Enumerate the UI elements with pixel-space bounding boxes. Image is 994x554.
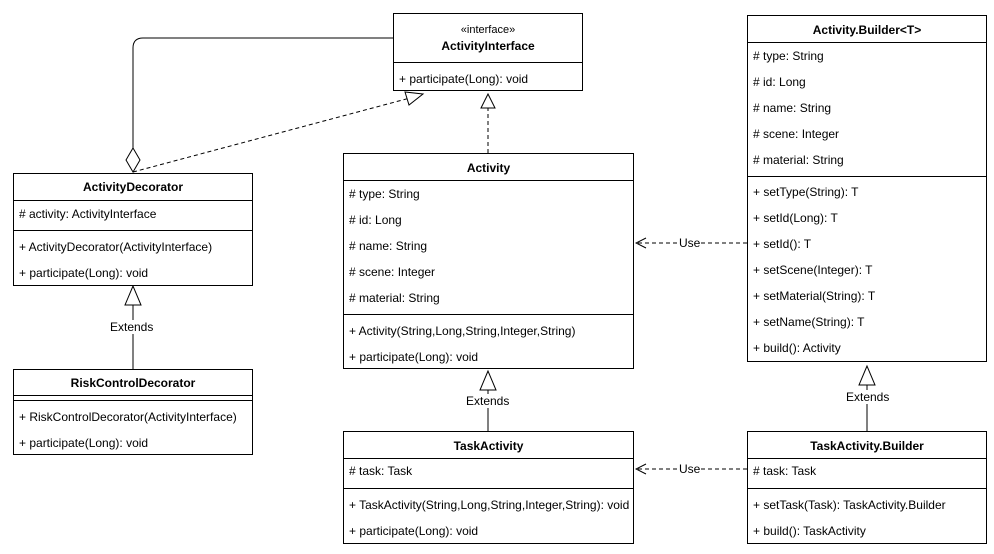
divider — [748, 488, 986, 489]
extends-label-task: Extends — [466, 394, 510, 408]
divider — [344, 180, 633, 181]
method: + Activity(String,Long,String,Integer,St… — [349, 324, 576, 338]
extends-arrowhead-task — [479, 369, 497, 391]
field: # type: String — [753, 49, 824, 63]
divider — [14, 200, 252, 201]
class-name: Activity.Builder<T> — [812, 23, 922, 37]
class-activity-builder[interactable]: Activity.Builder<T> # type: String # id:… — [747, 15, 987, 362]
field: # id: Long — [349, 213, 402, 227]
field: # scene: Integer — [349, 265, 436, 279]
method: + setType(String): T — [753, 185, 859, 199]
class-task-activity[interactable]: TaskActivity # task: Task + TaskActivity… — [343, 431, 634, 544]
field: # material: String — [349, 291, 440, 305]
class-activity-interface[interactable]: «interface» ActivityInterface + particip… — [393, 13, 583, 91]
class-name: ActivityDecorator — [82, 180, 184, 194]
method: + setId(Long): T — [753, 211, 838, 225]
class-name: TaskActivity.Builder — [810, 439, 924, 453]
divider — [394, 62, 582, 63]
divider — [748, 42, 986, 43]
extends-label-taskbuilder: Extends — [846, 390, 890, 404]
method: + setScene(Integer): T — [753, 263, 873, 277]
field: # name: String — [753, 101, 832, 115]
use-label-activity: Use — [679, 236, 701, 250]
method: + TaskActivity(String,Long,String,Intege… — [349, 498, 630, 512]
divider — [344, 488, 633, 489]
realization-arrowhead-decorator — [404, 91, 425, 106]
method: + participate(Long): void — [19, 436, 149, 450]
field: # scene: Integer — [753, 127, 840, 141]
extends-label-risk: Extends — [110, 320, 154, 334]
method: + build(): Activity — [753, 341, 841, 355]
class-name: TaskActivity — [453, 439, 524, 453]
use-label-task: Use — [679, 462, 701, 476]
divider — [344, 458, 633, 459]
class-name: ActivityInterface — [441, 39, 535, 53]
extends-arrowhead-taskbuilder — [858, 364, 876, 386]
field: # material: String — [753, 153, 844, 167]
aggregation-line — [132, 37, 393, 148]
field: # type: String — [349, 187, 420, 201]
field: # task: Task — [349, 464, 413, 478]
field: # name: String — [349, 239, 428, 253]
class-task-activity-builder[interactable]: TaskActivity.Builder # task: Task + setT… — [747, 431, 987, 544]
method: + participate(Long): void — [399, 72, 529, 86]
method: + participate(Long): void — [19, 266, 149, 280]
divider — [748, 458, 986, 459]
method: + setName(String): T — [753, 315, 865, 329]
realization-arrowhead-activity — [480, 92, 496, 109]
extends-arrowhead-risk — [124, 284, 142, 306]
method: + setTask(Task): TaskActivity.Builder — [753, 498, 946, 512]
method: + ActivityDecorator(ActivityInterface) — [19, 240, 213, 254]
method: + setId(): T — [753, 237, 812, 251]
class-name: RiskControlDecorator — [70, 376, 196, 390]
class-activity[interactable]: Activity # type: String # id: Long # nam… — [343, 153, 634, 369]
class-risk-control-decorator[interactable]: RiskControlDecorator + RiskControlDecora… — [13, 369, 253, 455]
divider — [14, 400, 252, 401]
realization-line-decorator — [132, 97, 411, 173]
interface-stereotype: «interface» — [460, 24, 516, 36]
divider — [14, 230, 252, 231]
divider — [344, 314, 633, 315]
method: + setMaterial(String): T — [753, 289, 876, 303]
method: + participate(Long): void — [349, 350, 479, 364]
class-activity-decorator[interactable]: ActivityDecorator # activity: ActivityIn… — [13, 173, 253, 286]
aggregation-diamond — [125, 147, 141, 173]
field: # id: Long — [753, 75, 806, 89]
method: + participate(Long): void — [349, 524, 479, 538]
method: + build(): TaskActivity — [753, 524, 866, 538]
field: # task: Task — [753, 464, 817, 478]
method: + RiskControlDecorator(ActivityInterface… — [19, 410, 237, 424]
class-name: Activity — [466, 161, 511, 175]
divider — [14, 395, 252, 396]
divider — [748, 176, 986, 177]
field: # activity: ActivityInterface — [19, 207, 157, 221]
